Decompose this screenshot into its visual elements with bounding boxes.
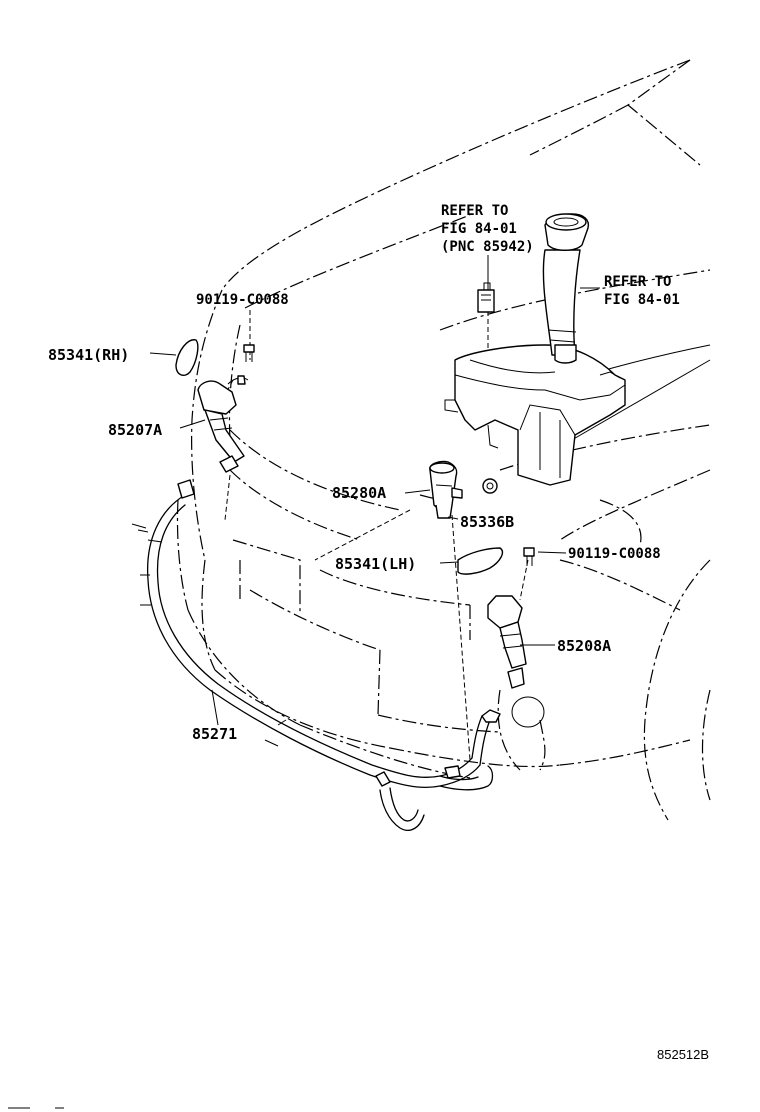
part-labels: REFER TO FIG 84-01 (PNC 85942) REFER TO … <box>48 203 709 1062</box>
figure-code: 852512B <box>657 1047 709 1062</box>
washer-hose <box>131 479 501 831</box>
pump-label: 85280A <box>332 484 386 502</box>
refer-fig-line1: REFER TO <box>604 274 671 290</box>
grommet-label: 85336B <box>460 513 514 531</box>
nozzle-rh <box>197 375 249 473</box>
fog-lamp-outline <box>511 696 545 728</box>
vehicle-body-outline <box>176 59 711 821</box>
callout-lines <box>149 258 600 726</box>
grommet <box>482 478 498 494</box>
washer-tank <box>444 344 626 486</box>
bolt-rh-label: 90119-C0088 <box>196 292 289 308</box>
nozzle-rh-label: 85207A <box>108 421 162 439</box>
nozzle-lh-label: 85208A <box>557 637 611 655</box>
level-sensor <box>477 282 495 313</box>
refer-fig-line2: FIG 84-01 <box>604 292 680 308</box>
cap-lh-label: 85341(LH) <box>335 555 416 573</box>
filler-neck <box>542 213 590 364</box>
washer-pump <box>429 460 463 519</box>
refer-pnc-line1: REFER TO <box>441 203 508 219</box>
bolt-rh <box>243 344 255 362</box>
leader-lines <box>224 255 711 761</box>
hose-label: 85271 <box>192 725 237 743</box>
lamp-housing-line <box>497 689 521 771</box>
refer-pnc-line2: FIG 84-01 <box>441 221 517 237</box>
nozzle-lh <box>487 595 527 689</box>
cap-lh <box>457 547 504 575</box>
refer-pnc-line3: (PNC 85942) <box>441 239 534 255</box>
cap-rh <box>175 339 199 377</box>
cap-rh-label: 85341(RH) <box>48 346 129 364</box>
bolt-lh <box>523 547 535 566</box>
bolt-lh-label: 90119-C0088 <box>568 546 661 562</box>
